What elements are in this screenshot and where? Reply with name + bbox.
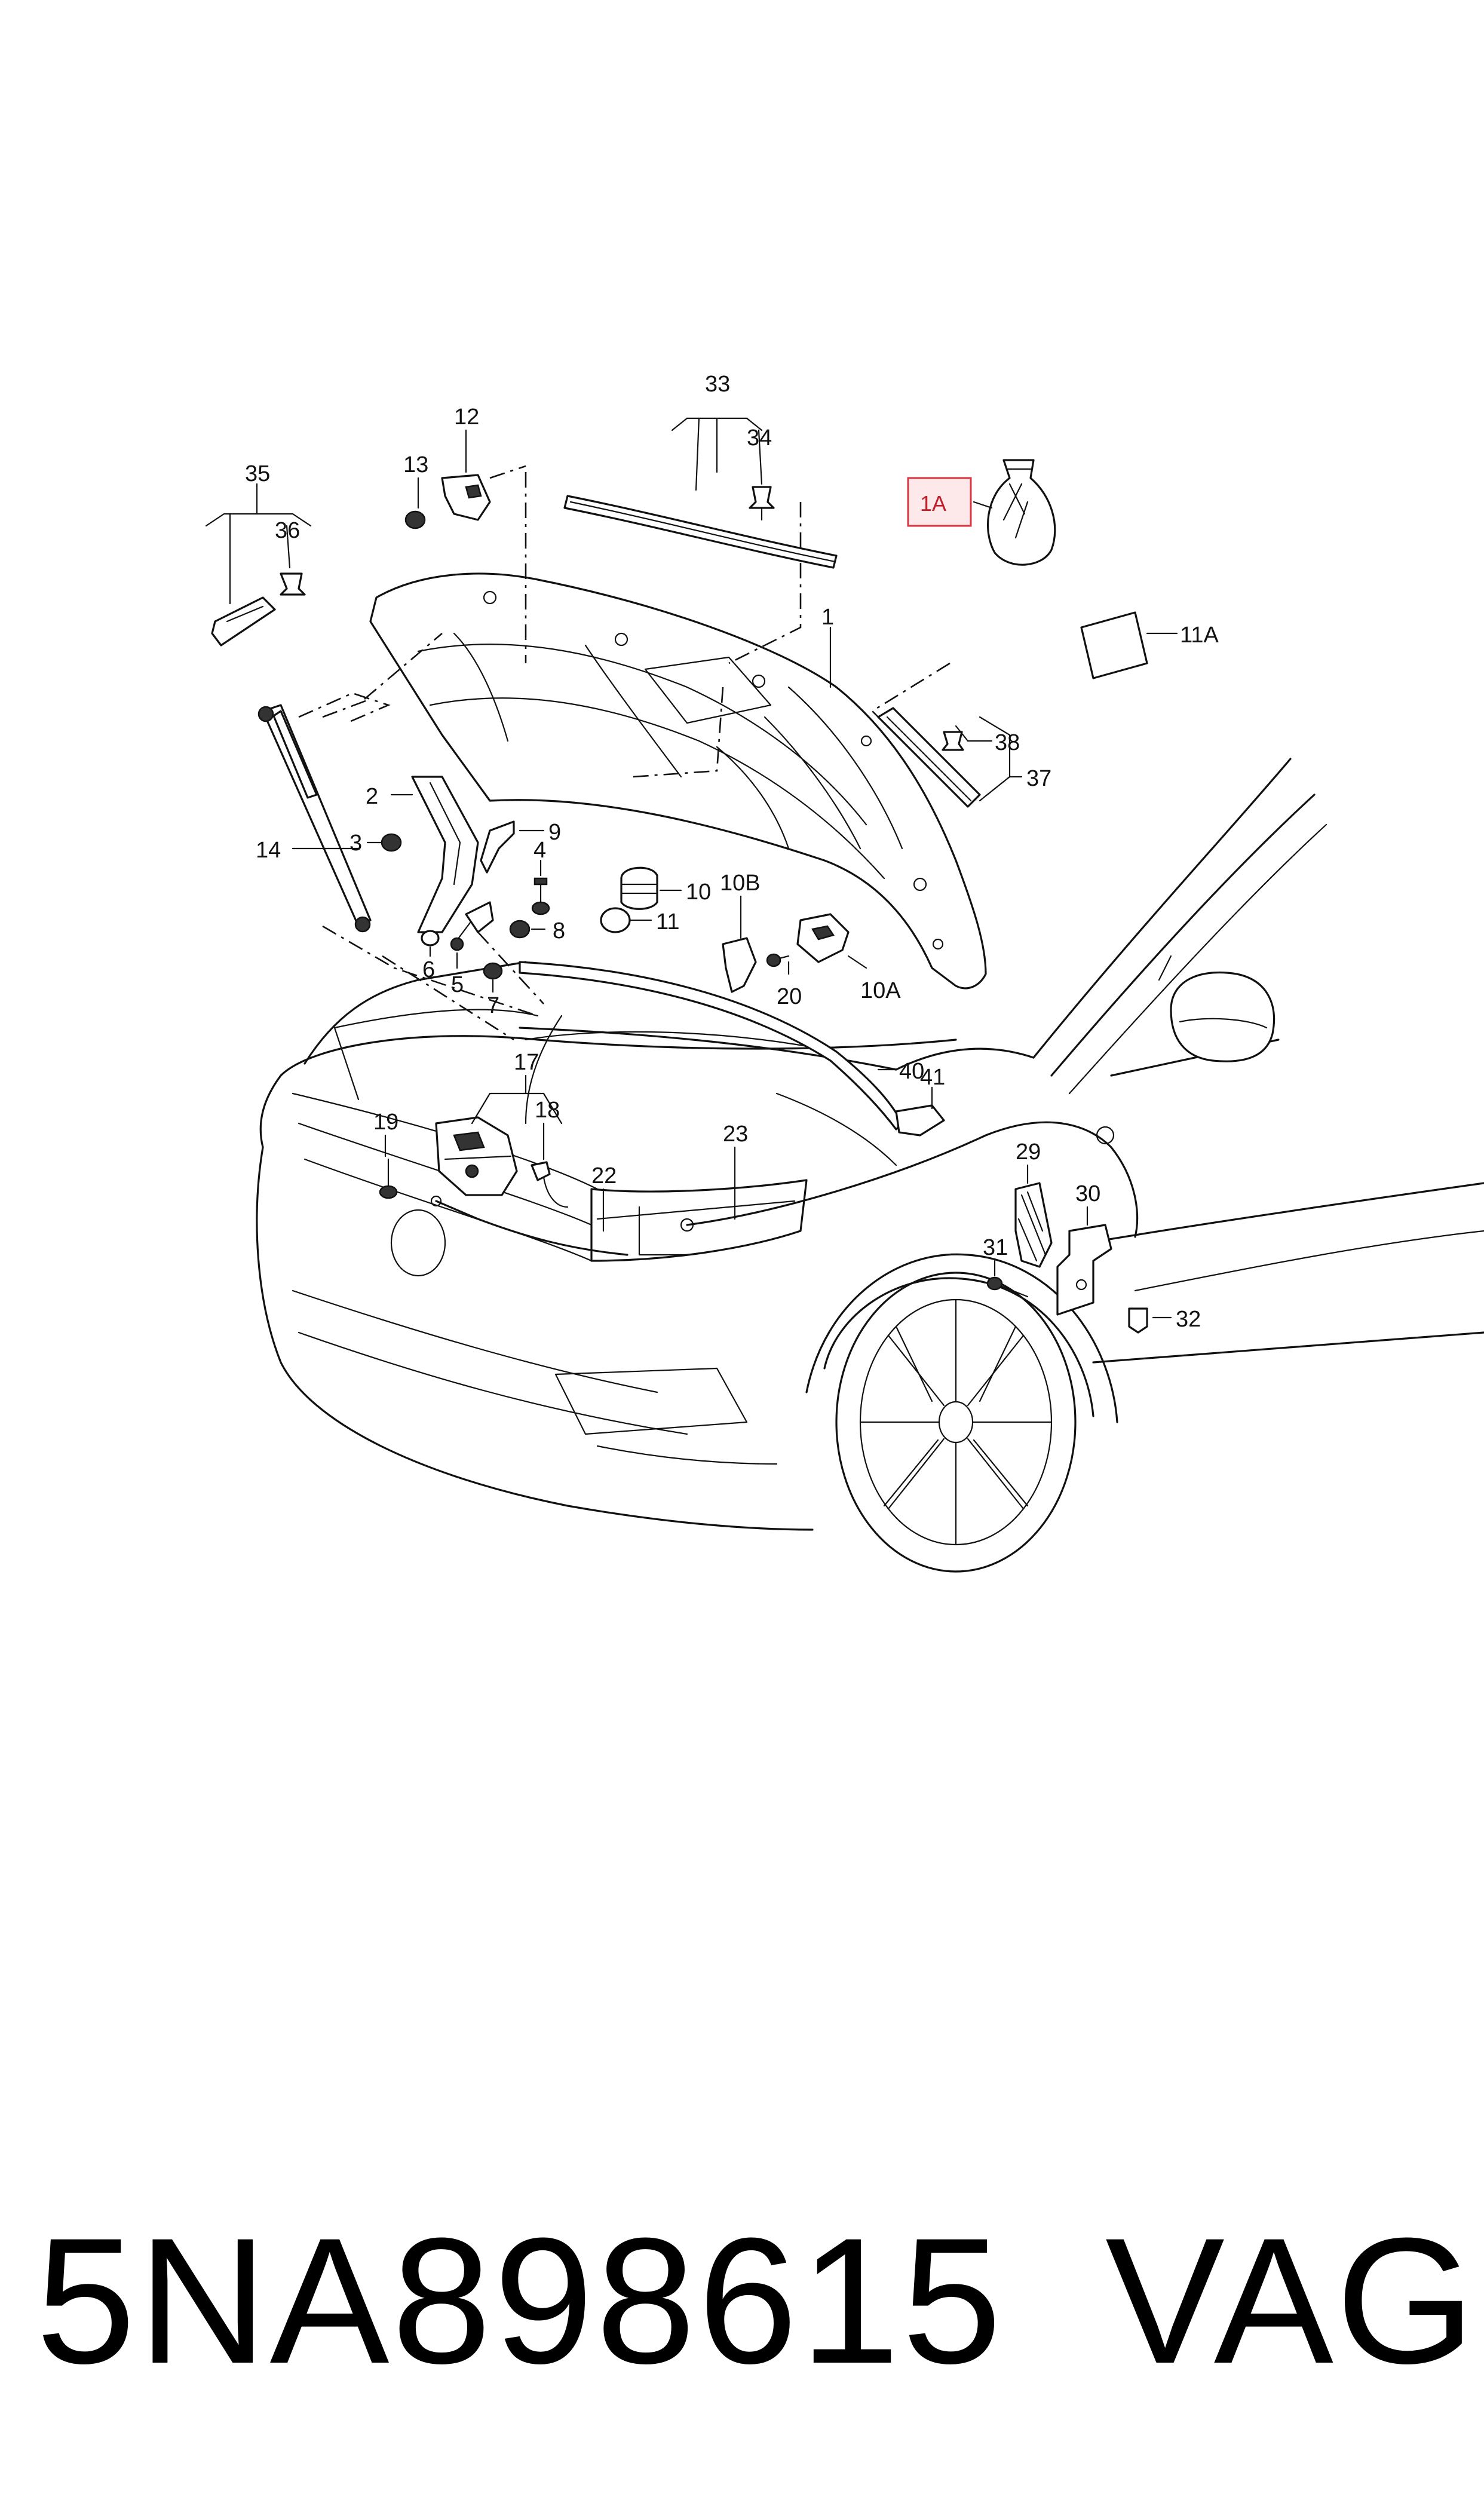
callout-13: 13 [403, 452, 428, 477]
brand-name: VAG [1105, 2200, 1478, 2401]
part-6-washer [421, 930, 440, 946]
callout-11a: 11A [1180, 623, 1219, 648]
callout-5: 5 [451, 972, 464, 997]
leader-lines [205, 417, 1178, 1319]
part-2-hinge [411, 776, 479, 933]
part-20-pin [766, 953, 790, 967]
part-31-bolt [986, 1276, 1029, 1298]
callout-38: 38 [995, 730, 1020, 755]
part-34-clip [749, 486, 775, 521]
callout-30: 30 [1075, 1181, 1100, 1206]
callout-2: 2 [366, 784, 378, 809]
part-11-grommet [600, 907, 631, 933]
part-18-connector [531, 1161, 569, 1208]
callout-40: 40 [899, 1059, 924, 1084]
part-37-trim [877, 707, 981, 808]
part-3-nut [381, 833, 402, 852]
callout-22: 22 [591, 1163, 617, 1188]
part-5-bolt [450, 901, 494, 951]
callout-33: 33 [705, 372, 730, 397]
part-23-cable [680, 1121, 1139, 1238]
callout-20: 20 [777, 984, 802, 1009]
callout-4: 4 [533, 838, 546, 863]
hood-panel [369, 572, 987, 990]
part-8-nut [509, 920, 531, 939]
callout-10: 10 [686, 880, 711, 905]
callout-1a: 1A [920, 491, 946, 516]
callout-labels: 1 1A 2 3 4 5 6 7 8 9 10 10A 10B 11 11A 1… [245, 372, 1219, 1332]
part-1a-bag [986, 459, 1056, 566]
callout-10b: 10B [720, 871, 761, 896]
part-29-handle [1014, 1182, 1053, 1268]
callout-31: 31 [983, 1235, 1008, 1260]
callout-18: 18 [535, 1098, 560, 1123]
reference-lines [298, 465, 951, 1041]
callout-6: 6 [422, 957, 435, 982]
part-12-bracket [441, 474, 491, 521]
part-9-arm [480, 820, 515, 874]
callout-1: 1 [821, 605, 834, 630]
part-41-trim [895, 1104, 945, 1137]
part-17-lock [435, 1116, 518, 1196]
part-35-trim [211, 596, 276, 647]
callout-19: 19 [373, 1110, 398, 1135]
part-22-rod [430, 1195, 688, 1256]
callout-36: 36 [275, 518, 300, 543]
callout-9: 9 [548, 820, 561, 845]
part-38-clip [942, 731, 964, 751]
callout-12: 12 [454, 405, 479, 430]
part-10-bump-stop [620, 866, 658, 910]
part-30-bracket [1056, 1224, 1112, 1316]
callout-41: 41 [920, 1065, 945, 1090]
callout-37: 37 [1026, 766, 1051, 791]
part-11a-label [1080, 611, 1148, 679]
hood-assembly-drawing: 1 1A 2 3 4 5 6 7 8 9 10 10A 10B 11 11A 1… [205, 372, 1484, 1573]
callout-34: 34 [747, 425, 772, 451]
callout-14: 14 [256, 838, 281, 863]
callout-7: 7 [487, 993, 499, 1018]
callout-35: 35 [245, 461, 270, 486]
part-14-gas-strut [257, 704, 372, 933]
part-number: 5NA898615 [36, 2200, 1004, 2401]
part-40-seal [519, 961, 903, 1131]
part-7-nut [483, 962, 503, 980]
part-13-nut [404, 510, 426, 529]
callout-29: 29 [1016, 1139, 1041, 1165]
part-32-clip [1128, 1307, 1148, 1334]
callout-10a: 10A [860, 978, 901, 1003]
callout-3: 3 [349, 831, 362, 856]
car-body-outline [256, 758, 1484, 1573]
part-10a-catch [796, 913, 850, 963]
highlight-box-1a [907, 477, 972, 527]
part-19-bolt [379, 1158, 398, 1199]
callout-17: 17 [514, 1050, 539, 1075]
part-36-clip [280, 572, 306, 596]
callout-11: 11 [656, 909, 679, 935]
part-10b-clip [722, 937, 757, 993]
part-4-bolt [531, 877, 550, 915]
callout-8: 8 [553, 918, 565, 944]
part-33-seal-strip [563, 495, 838, 569]
callout-23: 23 [723, 1122, 748, 1147]
callout-32: 32 [1176, 1307, 1201, 1332]
